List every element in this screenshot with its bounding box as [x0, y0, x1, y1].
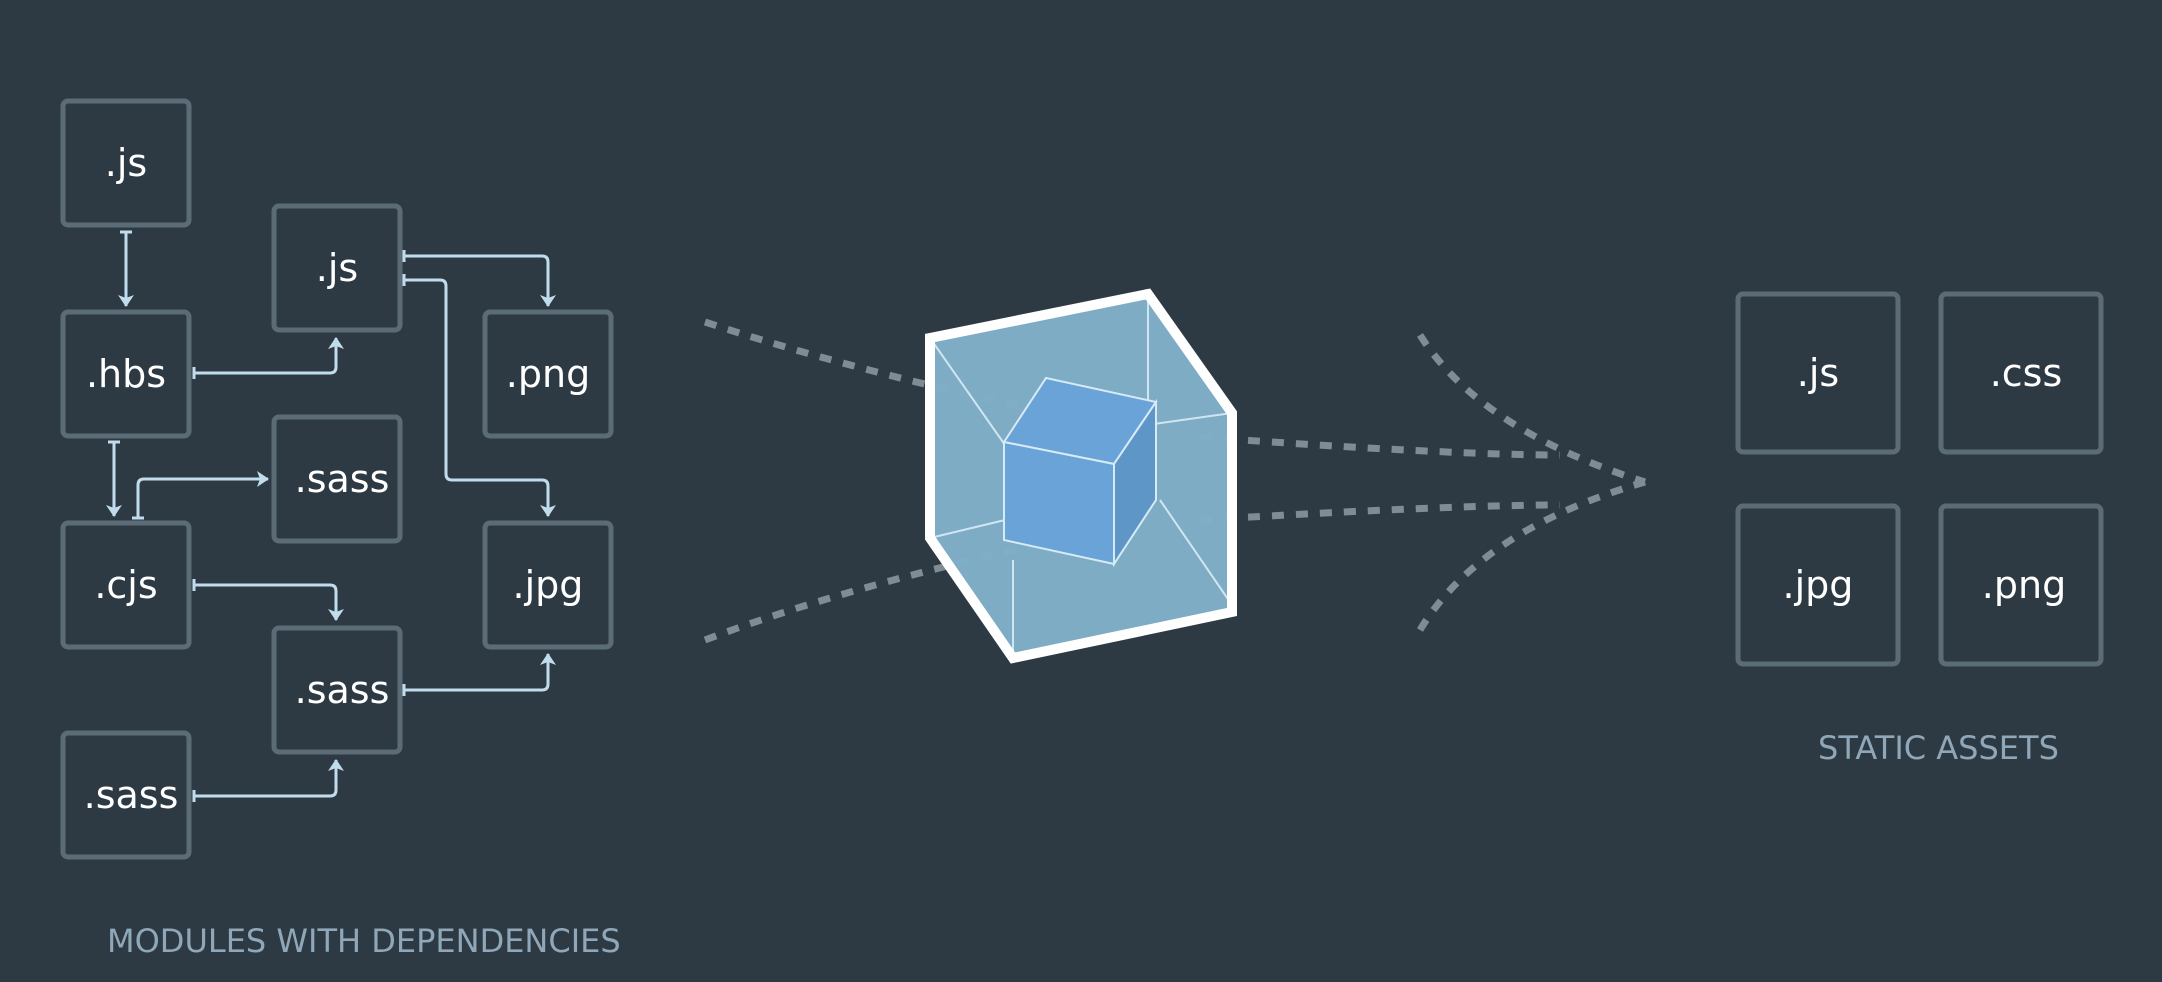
module-box-sass-2: .sass [271, 625, 403, 755]
module-box-hbs: .hbs [60, 309, 192, 439]
module-box-cjs: .cjs [60, 520, 192, 650]
flow-line-out-top [1199, 433, 1561, 459]
module-label: .cjs [94, 563, 157, 607]
asset-box-js: .js [1735, 291, 1901, 455]
module-label: .sass [295, 668, 390, 712]
flow-line-fan-top [1417, 333, 1647, 486]
link-js-to-png [404, 254, 556, 307]
modules-caption: MODULES WITH DEPENDENCIES [107, 922, 621, 960]
module-label: .sass [84, 773, 179, 817]
module-label: .png [506, 352, 590, 396]
link-cjs-to-sass-2 [194, 583, 344, 621]
asset-label: .js [1797, 351, 1839, 395]
webpack-cube-icon [925, 288, 1237, 664]
asset-boxes: .js .css .jpg .png [1735, 291, 2104, 667]
module-box-sass-1: .sass [271, 414, 403, 544]
asset-label: .css [1990, 351, 2063, 395]
module-box-sass-3: .sass [60, 730, 192, 860]
link-cjs-to-sass-1 [136, 471, 269, 518]
module-label: .js [105, 141, 147, 185]
link-sass-3-to-sass-2 [194, 759, 344, 798]
dependency-links [106, 230, 556, 802]
link-sass-2-to-jpg [404, 653, 556, 692]
flow-line-in-top [703, 318, 1061, 419]
link-js-to-jpg [404, 278, 556, 517]
asset-box-jpg: .jpg [1735, 503, 1901, 667]
asset-label: .png [1982, 563, 2066, 607]
module-label: .js [316, 246, 358, 290]
asset-box-png: .png [1938, 503, 2104, 667]
module-box-png: .png [482, 309, 614, 439]
module-box-js-top: .js [60, 98, 192, 228]
module-label: .hbs [86, 352, 166, 396]
asset-box-css: .css [1938, 291, 2104, 455]
asset-label: .jpg [1783, 563, 1854, 607]
link-hbs-to-js [194, 337, 344, 375]
module-label: .jpg [513, 563, 584, 607]
module-box-jpg: .jpg [482, 520, 614, 650]
flow-line-out-bottom [1199, 501, 1561, 524]
assets-caption: STATIC ASSETS [1818, 729, 2059, 767]
flow-line-fan-bottom [1416, 478, 1646, 632]
module-boxes: .js .js .hbs .png .sass .cjs .jpg .sass [60, 98, 614, 860]
module-label: .sass [295, 457, 390, 501]
module-box-js-mid: .js [271, 203, 403, 333]
